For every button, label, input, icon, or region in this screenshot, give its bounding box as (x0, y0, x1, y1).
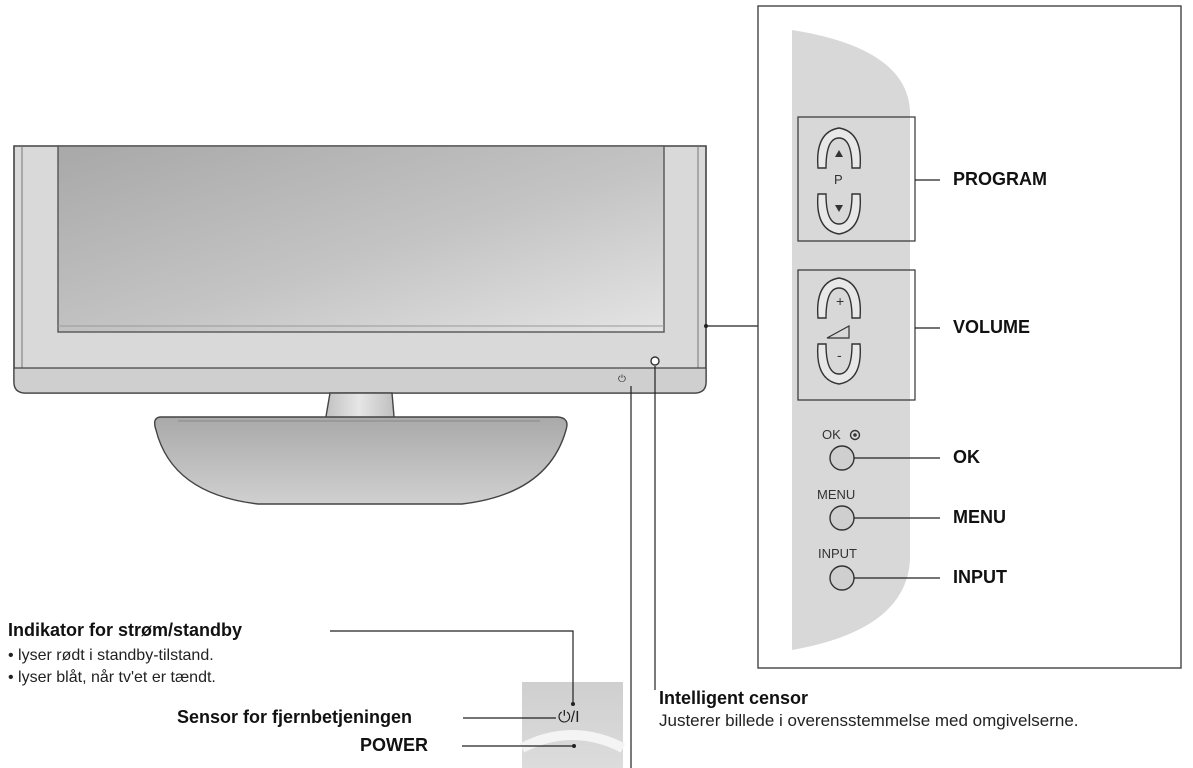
ok-button (829, 445, 855, 471)
bezel-bottom-band (13, 367, 707, 394)
control-panel-shape (792, 30, 910, 650)
menu-button (829, 505, 855, 531)
volume-minus-caption: - (837, 347, 842, 363)
intelligent-sensor-text: Justerer billede i overensstemmelse med … (659, 711, 1079, 730)
power-label: POWER (360, 735, 429, 755)
volume-down-button (816, 343, 862, 385)
label-menu: MENU (953, 507, 1006, 527)
volume-ramp-icon (826, 324, 850, 339)
closeup-power-symbol: ⏻/I (558, 709, 580, 726)
leader-indicator-dot (571, 702, 575, 706)
ok-target-icon-dot (853, 433, 857, 437)
leader-indicator (330, 630, 574, 704)
program-up-button (816, 127, 862, 169)
tv-intelligent-sensor (650, 356, 660, 366)
leader-power-dot (572, 744, 576, 748)
program-up-arrow (835, 150, 843, 157)
intelligent-sensor-title: Intelligent censor (659, 688, 809, 708)
label-input: INPUT (953, 567, 1007, 587)
menu-caption: MENU (817, 487, 856, 502)
indicator-title: Indikator for strøm/standby (8, 620, 243, 640)
label-volume: VOLUME (953, 317, 1031, 337)
ok-caption: OK (822, 427, 841, 442)
program-p-caption: P (834, 172, 843, 187)
remote-sensor-label: Sensor for fjernbetjeningen (177, 707, 413, 727)
volume-group-frame (797, 269, 916, 401)
leader-panel-dot (704, 324, 708, 328)
program-group-frame (797, 116, 916, 242)
volume-up-button (816, 277, 862, 319)
indicator-line-1: • lyser rødt i standby-tilstand. (8, 647, 214, 664)
ok-target-icon (849, 429, 861, 441)
label-program: PROGRAM (953, 169, 1047, 189)
tv-power-mark: ⏻ (618, 374, 626, 385)
tv-screen (57, 145, 665, 333)
volume-plus-caption: + (836, 293, 845, 309)
label-ok: OK (953, 447, 980, 467)
closeup-bezel-curve (519, 730, 626, 753)
program-down-button (816, 193, 862, 235)
input-caption: INPUT (818, 546, 857, 561)
input-button (829, 565, 855, 591)
program-down-arrow (835, 205, 843, 212)
stand-base (153, 416, 568, 505)
indicator-line-2: • lyser blåt, når tv'et er tændt. (8, 669, 216, 686)
